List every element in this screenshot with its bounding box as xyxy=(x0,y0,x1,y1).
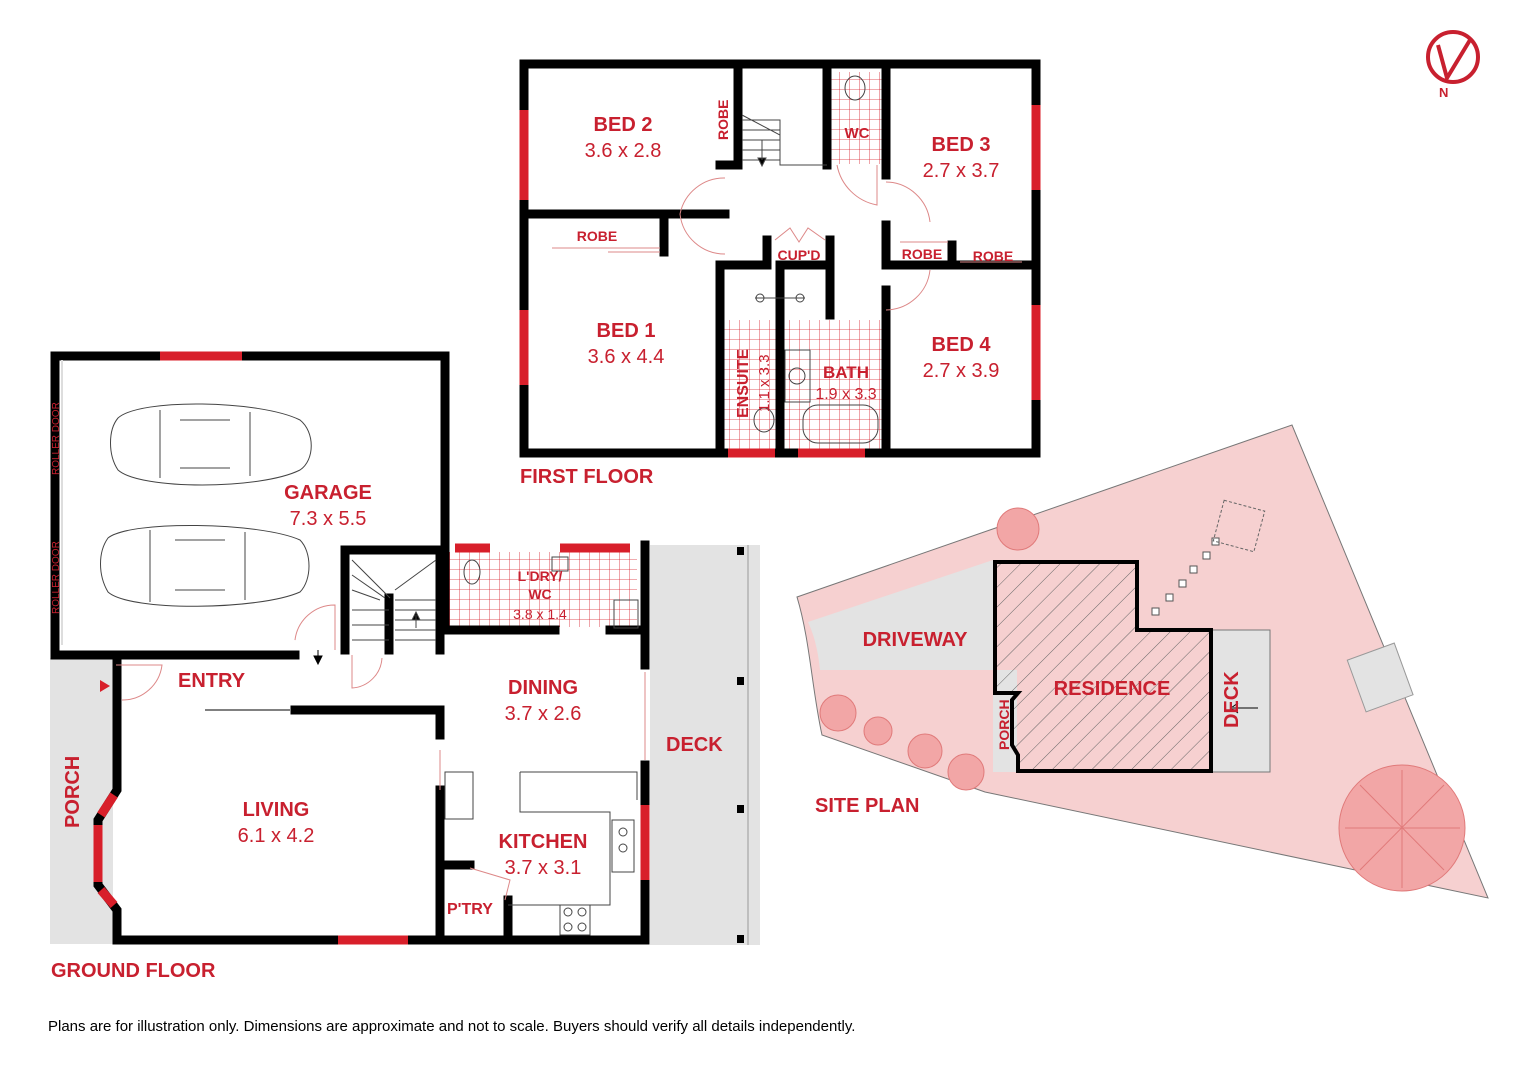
first-floor-plan: BED 2 3.6 x 2.8 BED 3 2.7 x 3.7 BED 1 3.… xyxy=(519,59,1041,488)
clothesline xyxy=(1212,499,1266,553)
room-dim-bath: 1.9 x 3.3 xyxy=(815,386,876,403)
room-name-bed-1: BED 1 xyxy=(597,320,656,342)
label-robe: ROBE xyxy=(577,228,617,244)
cooktop-icon xyxy=(559,904,591,936)
label-porch: PORCH xyxy=(62,756,84,828)
first-floor-stairs xyxy=(741,114,827,168)
room-name-bed-3: BED 3 xyxy=(932,134,991,156)
residence-footprint xyxy=(993,560,1213,773)
label-pantry: P'TRY xyxy=(447,901,493,918)
room-name-garage: GARAGE xyxy=(284,482,372,504)
car-icon xyxy=(100,524,310,607)
disclaimer-text: Plans are for illustration only. Dimensi… xyxy=(48,1018,856,1035)
deck-arrow-icon xyxy=(1230,702,1258,714)
first-floor-doors xyxy=(552,164,1022,311)
room-dim-dining: 3.7 x 2.6 xyxy=(505,703,582,725)
room-name-kitchen: KITCHEN xyxy=(499,831,588,853)
site-deck-area xyxy=(1211,629,1271,773)
first-floor-internal-walls xyxy=(523,59,1035,458)
bath-tiles xyxy=(782,320,884,453)
label-robe: ROBE xyxy=(902,246,942,262)
ground-floor-plan: ROLLER DOOR ROLLER DOOR GARAGE 7.3 x 5.5… xyxy=(50,351,760,982)
tree-canopy-lines xyxy=(1345,770,1460,888)
room-name-laundry: L'DRY/ xyxy=(518,568,563,584)
label-cupboard: CUP'D xyxy=(778,247,821,263)
bathtub-icon xyxy=(802,404,879,444)
laundry-tub-icon xyxy=(551,556,569,572)
site-label-porch: PORCH xyxy=(996,699,1012,750)
label-wc: WC xyxy=(845,125,870,142)
sink-icon xyxy=(611,819,635,873)
ground-floor-windows xyxy=(93,351,650,945)
room-dim-living: 6.1 x 4.2 xyxy=(238,825,315,847)
entry-arrow-icon xyxy=(100,680,110,692)
site-label-residence: RESIDENCE xyxy=(1054,678,1171,700)
vanity-icon xyxy=(784,349,811,403)
north-arrow-icon: N xyxy=(1426,30,1480,100)
basin-icon xyxy=(788,367,806,385)
toilet-icon xyxy=(753,407,775,433)
label-entry: ENTRY xyxy=(178,670,246,692)
room-dim-bed-1: 3.6 x 4.4 xyxy=(588,346,665,368)
room-name-laundry-wc: WC xyxy=(528,586,551,602)
room-dim-bed-3: 2.7 x 3.7 xyxy=(923,160,1000,182)
room-name-bath: BATH xyxy=(823,363,869,382)
first-floor-title: FIRST FLOOR xyxy=(520,466,654,488)
room-dim-kitchen: 3.7 x 3.1 xyxy=(505,857,582,879)
room-name-dining: DINING xyxy=(508,677,578,699)
deck-posts xyxy=(737,547,744,943)
label-deck: DECK xyxy=(666,734,723,756)
ensuite-tiles xyxy=(724,320,780,453)
site-label-driveway: DRIVEWAY xyxy=(863,629,969,651)
label-robe: ROBE xyxy=(973,248,1013,264)
toilet-icon xyxy=(844,75,866,101)
room-name-ensuite: ENSUITE xyxy=(735,348,752,418)
toilet-icon xyxy=(463,559,481,585)
label-roller-door: ROLLER DOOR xyxy=(51,402,62,475)
north-label: N xyxy=(1439,85,1448,100)
deck-area xyxy=(650,545,760,945)
car-icon xyxy=(110,403,312,486)
room-dim-bed-4: 2.7 x 3.9 xyxy=(923,360,1000,382)
stair-down-arrow-icon xyxy=(313,650,323,666)
room-dim-garage: 7.3 x 5.5 xyxy=(290,508,367,530)
wc-tiles xyxy=(827,72,885,164)
first-floor-windows xyxy=(519,105,1041,458)
kitchen-fixtures xyxy=(444,556,639,936)
site-plan-title: SITE PLAN xyxy=(815,795,919,817)
room-name-bed-4: BED 4 xyxy=(932,334,992,356)
site-plan: DRIVEWAY RESIDENCE PORCH DECK SITE PLAN xyxy=(796,424,1489,899)
room-dim-ensuite: 1.1 x 3.3 xyxy=(756,354,773,412)
ground-floor-doors xyxy=(116,604,646,901)
ground-floor-title: GROUND FLOOR xyxy=(51,960,216,982)
site-label-deck: DECK xyxy=(1221,671,1243,728)
room-name-bed-2: BED 2 xyxy=(594,114,653,136)
label-roller-door: ROLLER DOOR xyxy=(51,541,62,614)
room-dim-bed-2: 3.6 x 2.8 xyxy=(585,140,662,162)
driveway-area xyxy=(808,560,993,670)
label-robe: ROBE xyxy=(715,100,731,140)
ground-floor-stairs xyxy=(351,559,437,641)
room-dim-laundry: 3.8 x 1.4 xyxy=(513,606,567,622)
stepping-stones xyxy=(1151,537,1220,616)
room-name-living: LIVING xyxy=(243,799,310,821)
shed xyxy=(1346,642,1414,713)
first-floor-fixtures xyxy=(753,75,879,444)
